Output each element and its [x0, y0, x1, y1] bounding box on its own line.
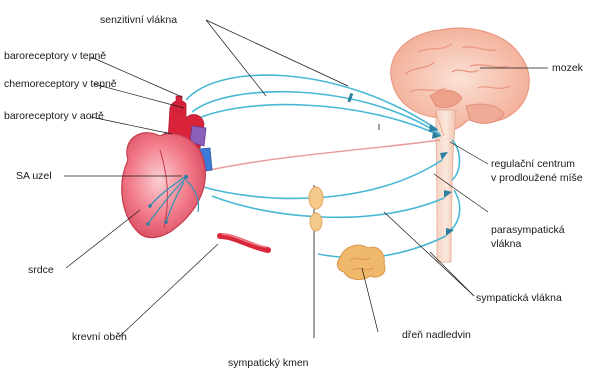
heart-illustration	[122, 96, 212, 238]
label-baroreceptors-aorta: baroreceptory v aortě	[4, 110, 104, 122]
label-adrenal-medulla: dřeň nadledvin	[402, 329, 471, 341]
label-sympathetic-fibers: sympatická vlákna	[476, 292, 562, 304]
label-chemoreceptors-artery: chemoreceptory v tepně	[4, 78, 117, 90]
label-parasympathetic-2: vlákna	[491, 238, 521, 250]
label-heart: srdce	[28, 264, 54, 276]
label-regulatory-center-1: regulační centrum	[491, 158, 575, 170]
label-baroreceptors-artery: baroreceptory v tepně	[4, 50, 106, 62]
label-parasympathetic-1: parasympatická	[491, 224, 565, 236]
parasympathetic-fiber	[184, 140, 440, 176]
label-regulatory-center-2: v prodloužené míše	[491, 172, 583, 184]
sympathetic-trunk	[309, 185, 323, 338]
label-brain: mozek	[552, 62, 583, 74]
label-sympathetic-trunk: sympatický kmen	[228, 357, 309, 369]
adrenal-illustration	[337, 245, 385, 279]
label-sa-node: SA uzel	[16, 170, 52, 182]
label-circulation: krevní oběh	[72, 331, 127, 343]
blood-vessel	[220, 234, 268, 250]
label-sensory-fibers: senzitivní vlákna	[100, 14, 177, 26]
